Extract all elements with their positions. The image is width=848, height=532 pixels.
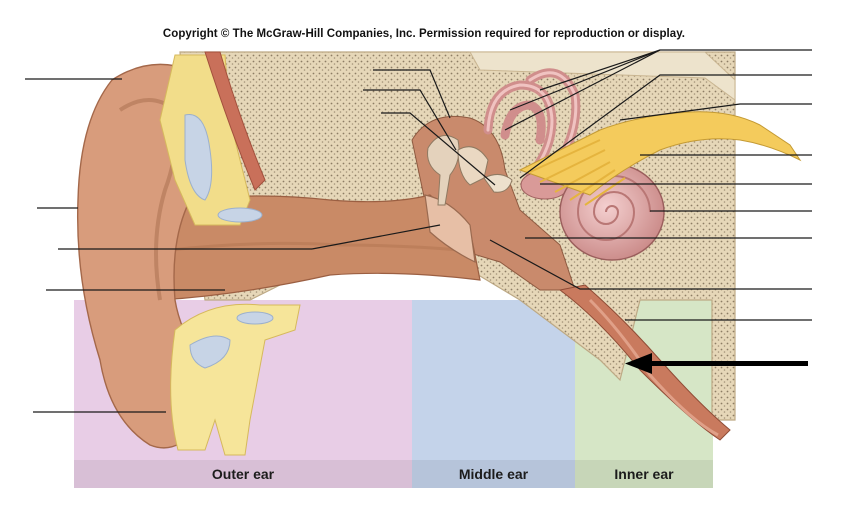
inner-ear-label: Inner ear [614, 466, 674, 482]
leader-line-9b [509, 49, 661, 111]
malleus [427, 135, 460, 206]
leader-line-11 [619, 103, 812, 121]
middle-ear-region-bg [412, 300, 575, 460]
outer-ear-label-bar [74, 460, 412, 488]
leader-line-6 [373, 69, 451, 119]
stapes [483, 174, 513, 193]
leader-line-16 [489, 239, 812, 290]
middle-ear-label: Middle ear [458, 466, 529, 482]
upper-cartilage-core-2 [217, 207, 263, 223]
arrow-left-icon [625, 353, 808, 374]
leader-line-7 [363, 89, 457, 151]
temporal-muscle [204, 51, 266, 191]
bone-top-surface [469, 51, 736, 101]
upper-cartilage-core [184, 113, 213, 201]
leader-line-9c [539, 49, 661, 91]
vestibulocochlear-nerve [518, 111, 802, 196]
outer-ear-label: Outer ear [211, 466, 275, 482]
middle-ear-label-bar [412, 460, 575, 488]
leader-line-10 [519, 74, 812, 179]
lower-cartilage-core [189, 335, 231, 369]
inner-ear-label-bar [575, 460, 713, 488]
leader-line-8 [381, 112, 496, 186]
leader-lines [25, 49, 812, 413]
copyright-notice: Copyright © The McGraw-Hill Companies, I… [162, 28, 686, 40]
nerve-fibers [529, 139, 626, 206]
auditory-tube-lining [588, 298, 719, 437]
leader-line-3b [311, 224, 441, 250]
lower-cartilage-core-2 [236, 311, 274, 325]
